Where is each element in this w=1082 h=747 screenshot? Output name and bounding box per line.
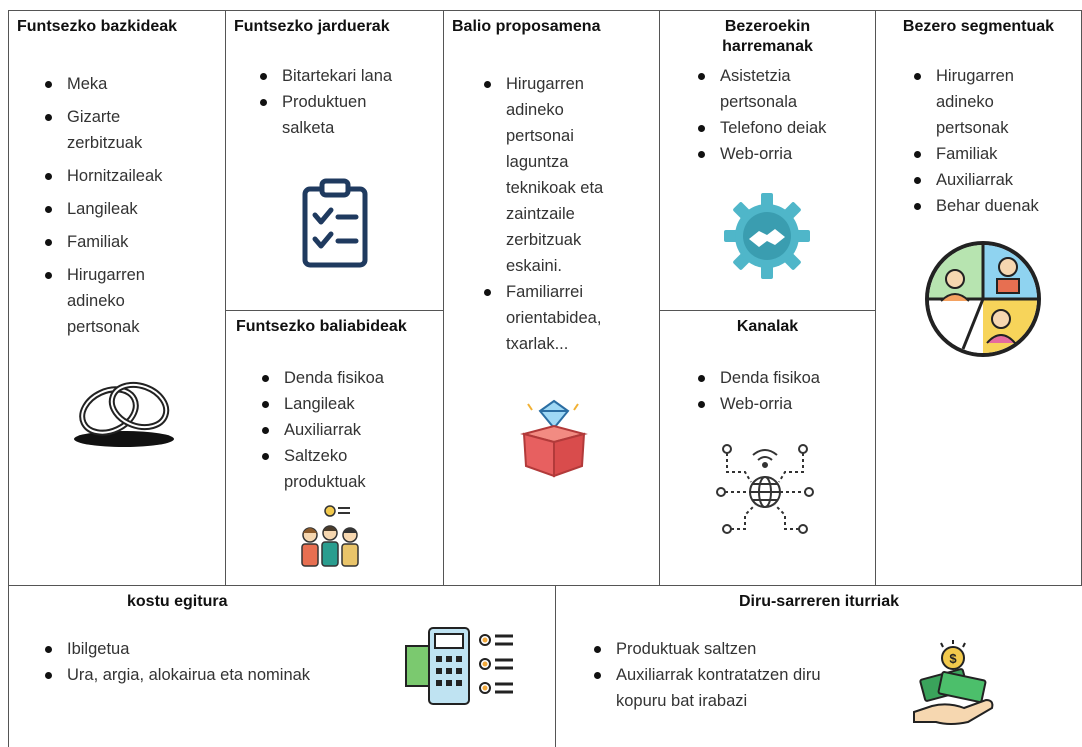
block-title: Kanalak [736, 318, 799, 335]
block-cost-structure: kostu egitura Ibilgetua Ura, argia, alok… [8, 585, 556, 747]
block-title: Funtsezko jarduerak [234, 18, 390, 35]
block-key-activities: Funtsezko jarduerak Bitartekari lana Pro… [225, 10, 444, 311]
wedding-rings-icon [74, 381, 174, 447]
list-item: Familiak [39, 229, 209, 255]
item-list: Produktuak saltzen Auxiliarrak kontratat… [556, 636, 888, 714]
svg-text:$: $ [949, 651, 957, 666]
block-title: Bezero segmentuak [902, 18, 1055, 35]
list-item: Gizarte zerbitzuak [39, 104, 177, 156]
block-title: Balio proposamena [452, 18, 601, 35]
item-list: Denda fisikoa Web-orria [660, 365, 870, 417]
list-item: Hornitzaileak [39, 163, 209, 189]
block-title: kostu egitura [127, 593, 228, 610]
list-item: Ibilgetua [39, 636, 399, 662]
list-item: Auxiliarrak kontratatzen diru kopuru bat… [588, 662, 864, 714]
list-item: Ura, argia, alokairua eta nominak [39, 662, 399, 688]
customer-segments-pie-icon [925, 241, 1041, 357]
block-revenue-streams: Diru-sarreren iturriak Produktuak saltze… [555, 585, 1082, 747]
block-customer-segments: Bezero segmentuak Hirugarren adineko per… [875, 10, 1082, 586]
item-list: Ibilgetua Ura, argia, alokairua eta nomi… [9, 636, 399, 688]
money-hand-icon: $ [913, 640, 994, 725]
item-list: Asistetzia pertsonala Telefono deiak Web… [660, 63, 870, 167]
list-item: Produktuak saltzen [588, 636, 888, 662]
handshake-gear-icon [724, 193, 810, 279]
list-item: Saltzeko produktuak [256, 443, 394, 495]
item-list: Hirugarren adineko pertsonak Familiak Au… [876, 63, 1078, 219]
list-item: Bitartekari lana [254, 63, 429, 89]
list-item: Asistetzia pertsonala [692, 63, 830, 115]
network-globe-icon [716, 444, 814, 534]
block-title: Bezeroekin harremanak [722, 18, 813, 55]
list-item: Hirugarren adineko pertsonak [908, 63, 1036, 141]
list-item: Hirugarren adineko pertsonak [39, 262, 177, 340]
block-title: Funtsezko bazkideak [17, 18, 178, 35]
block-key-resources: Funtsezko baliabideak Denda fisikoa Lang… [225, 310, 444, 586]
item-list: Meka Gizarte zerbitzuak Hornitzaileak La… [9, 71, 209, 340]
block-value-proposition: Balio proposamena Hirugarren adineko per… [443, 10, 660, 586]
list-item: Produktuen salketa [254, 89, 382, 141]
list-item: Denda fisikoa [256, 365, 426, 391]
team-people-icon [301, 505, 359, 567]
item-list: Bitartekari lana Produktuen salketa [226, 63, 429, 141]
list-item: Langileak [39, 196, 209, 222]
gift-box-diamond-icon [520, 399, 588, 478]
list-item: Auxiliarrak [256, 417, 426, 443]
list-item: Telefono deiak [692, 115, 870, 141]
cash-register-list-icon [405, 627, 513, 705]
block-channels: Kanalak Denda fisikoa Web-orria [659, 310, 876, 586]
list-item: Langileak [256, 391, 426, 417]
list-item: Familiak [908, 141, 1078, 167]
block-title: Funtsezko baliabideak [236, 318, 407, 335]
list-item: Behar duenak [908, 193, 1078, 219]
list-item: Familiarrei orientabidea, txarlak... [478, 279, 624, 357]
list-item: Denda fisikoa [692, 365, 870, 391]
item-list: Hirugarren adineko pertsonai laguntza te… [444, 71, 656, 357]
list-item: Meka [39, 71, 209, 97]
block-customer-relationships: Bezeroekin harremanak Asistetzia pertson… [659, 10, 876, 311]
clipboard-checklist-icon [302, 178, 368, 268]
list-item: Hirugarren adineko pertsonai laguntza te… [478, 71, 624, 279]
list-item: Auxiliarrak [908, 167, 1078, 193]
item-list: Denda fisikoa Langileak Auxiliarrak Salt… [226, 365, 426, 495]
list-item: Web-orria [692, 141, 870, 167]
block-key-partners: Funtsezko bazkideak Meka Gizarte zerbitz… [8, 10, 226, 586]
block-title: Diru-sarreren iturriak [738, 593, 900, 610]
list-item: Web-orria [692, 391, 870, 417]
